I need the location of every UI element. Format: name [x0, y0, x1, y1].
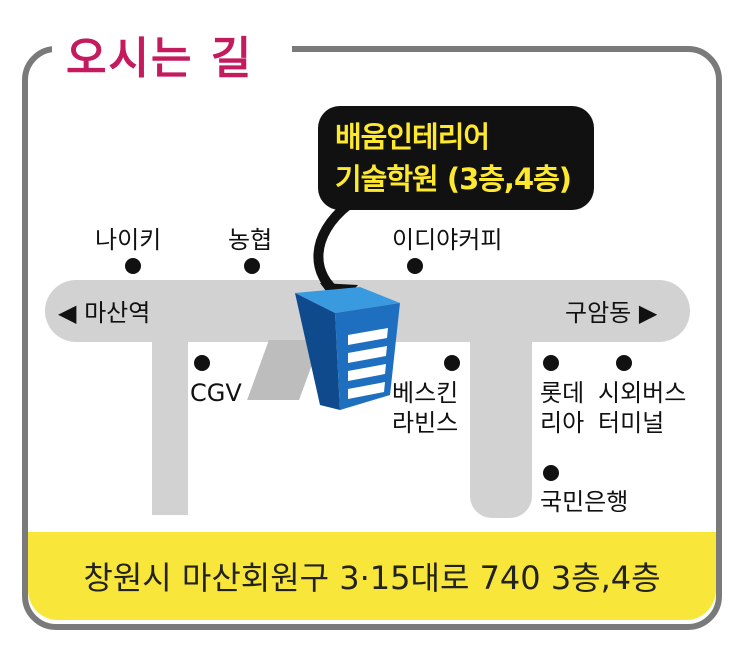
road-label-guam-dong: 구암동 ▶	[565, 299, 658, 327]
landmark-dot	[407, 258, 423, 274]
landmark-dot	[244, 258, 260, 274]
landmark-dot	[543, 355, 559, 371]
landmark-dot	[444, 355, 460, 371]
callout-text: 배움인테리어 기술학원 (3층,4층)	[335, 116, 572, 200]
label-line: 터미널	[598, 409, 665, 437]
side-road-left	[152, 320, 188, 515]
landmark-cgv: CGV	[190, 379, 242, 407]
landmark-dot	[125, 258, 141, 274]
label-line: 베스킨	[392, 379, 459, 407]
landmark-dot	[194, 355, 210, 371]
label-line: 라빈스	[392, 409, 459, 437]
label-line: 리아	[540, 409, 585, 437]
academy-name: 배움인테리어	[335, 120, 490, 154]
side-road-right	[470, 320, 532, 518]
map-title: 오시는 길	[66, 33, 254, 84]
landmark-nike: 나이키	[95, 226, 162, 254]
landmark-dot	[543, 465, 559, 481]
academy-floors: 기술학원 (3층,4층)	[335, 162, 572, 196]
landmark-kookmin-bank: 국민은행	[540, 488, 629, 516]
label-line: 롯데	[540, 379, 585, 407]
landmark-ediya: 이디야커피	[392, 226, 503, 254]
label-line: 시외버스	[598, 379, 687, 407]
address-bar: 창원시 마산회원구 3·15대로 740 3층,4층	[28, 532, 716, 620]
title-background	[52, 20, 292, 80]
landmark-dot	[616, 355, 632, 371]
building-icon	[295, 201, 400, 410]
landmark-nonghyup: 농협	[228, 226, 273, 254]
road-label-masan-station: ◀ 마산역	[58, 299, 151, 327]
map-frame	[22, 46, 722, 630]
callout-box	[318, 106, 594, 210]
address-text: 창원시 마산회원구 3·15대로 740 3층,4층	[83, 559, 661, 597]
